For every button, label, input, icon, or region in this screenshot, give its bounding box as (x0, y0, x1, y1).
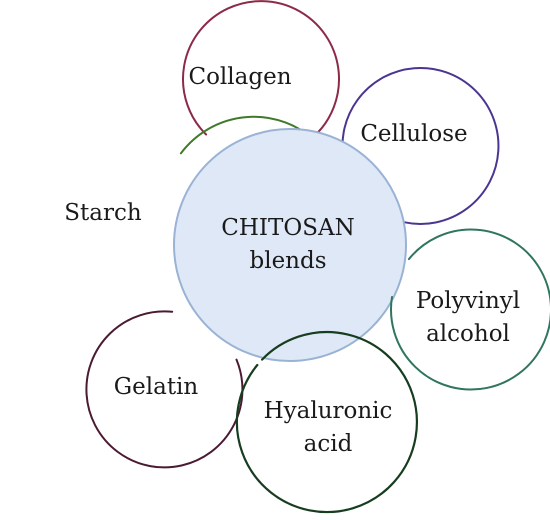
node-polyvinyl-alcohol-ring (390, 228, 550, 391)
node-polyvinyl-alcohol-label-line1: Polyvinyl (416, 288, 520, 314)
node-hyaluronic-acid: Hyaluronic acid (235, 330, 419, 514)
center-label-line2: blends (249, 248, 326, 274)
node-cellulose-label: Cellulose (360, 121, 467, 147)
node-cellulose-ring (341, 66, 500, 225)
center-circle (173, 128, 407, 362)
node-hyaluronic-acid-ring (235, 330, 419, 514)
center-node: CHITOSAN blends (173, 128, 407, 362)
center-label-line1: CHITOSAN (221, 215, 354, 241)
node-gelatin-label: Gelatin (114, 374, 199, 400)
node-polyvinyl-alcohol-label-line2: alcohol (426, 321, 510, 347)
node-hyaluronic-acid-label-line2: acid (304, 431, 353, 457)
node-polyvinyl-alcohol: Polyvinyl alcohol (390, 228, 550, 391)
node-collagen-label: Collagen (188, 64, 291, 90)
node-starch-label: Starch (64, 200, 142, 226)
node-hyaluronic-acid-label-line1: Hyaluronic (264, 398, 393, 424)
node-cellulose: Cellulose (341, 66, 500, 225)
